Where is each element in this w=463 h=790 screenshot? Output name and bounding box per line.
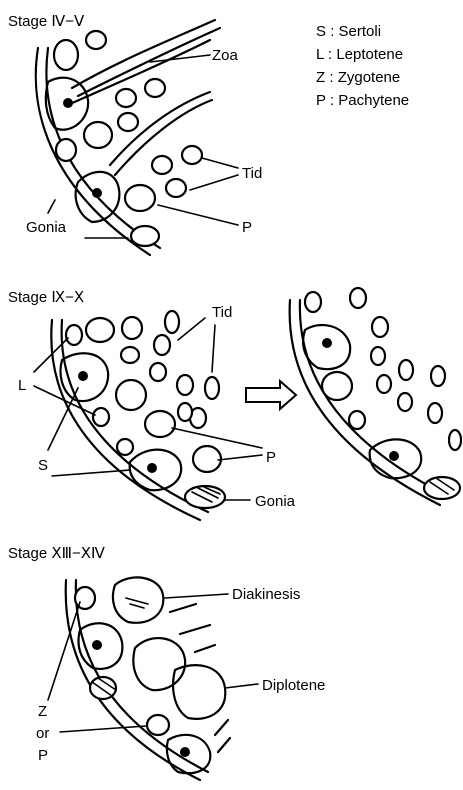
label-tid: Tid [212, 304, 232, 321]
spermatid-cell [116, 89, 136, 107]
residual-body [215, 720, 230, 752]
pachytene-cell [116, 380, 146, 410]
spermatid-cell [377, 375, 391, 393]
label-gonia: Gonia [255, 493, 296, 510]
spermatid-cell [121, 347, 139, 363]
spermatid-cell [166, 179, 186, 197]
legend-l: L : Leptotene [316, 46, 403, 63]
spermatid-cell [177, 375, 193, 395]
spermatid-cell [431, 366, 445, 386]
spermatid-cell [154, 335, 170, 355]
sertoli-nucleolus [147, 463, 157, 473]
gonia-cell [56, 139, 76, 161]
spermatid-cell [145, 79, 165, 97]
label-tid: Tid [242, 165, 262, 182]
zygotene-cell [349, 411, 365, 429]
leader-zp [60, 726, 146, 732]
label-p: P [266, 449, 276, 466]
leader-diakinesis [165, 594, 228, 598]
stage-ix-x-title: Stage Ⅸ−Ⅹ [8, 289, 84, 306]
spermatid-cell [165, 311, 179, 333]
spermatid-cell [182, 146, 202, 164]
spermatid-cell [449, 430, 461, 450]
gonia-cell [424, 477, 460, 499]
spermatocyte-cell [54, 40, 78, 70]
sertoli-nucleolus [92, 188, 102, 198]
spermatid-cell [371, 347, 385, 365]
label-s: S [38, 457, 48, 474]
pachytene-cell [84, 122, 112, 148]
spermatid-cell [152, 156, 172, 174]
label-z: Z [38, 703, 47, 720]
spermatid-cell [399, 360, 413, 380]
stage-iv-v-title: Stage Ⅳ−Ⅴ [8, 13, 85, 30]
pachytene-cell [133, 638, 185, 690]
label-p: P [38, 747, 48, 764]
spermatid-cell [150, 363, 166, 381]
diakinesis-cell [113, 577, 163, 622]
spermatid-cell [428, 403, 442, 423]
gonia-cell [131, 226, 159, 246]
label-diakinesis: Diakinesis [232, 586, 300, 603]
leptotene-cell [305, 292, 321, 312]
sertoli-nucleolus [180, 747, 190, 757]
gonia-cell [185, 486, 225, 508]
spermatid-cell [118, 113, 138, 131]
zoa-tail [70, 40, 210, 104]
sertoli-nucleolus [389, 451, 399, 461]
basement-membrane-outer [290, 300, 440, 505]
label-p: P [242, 219, 252, 236]
pachytene-cell [193, 446, 221, 472]
leader-diplotene [225, 684, 258, 688]
label-or: or [36, 725, 49, 742]
spermatid-cell [86, 31, 106, 49]
leptotene-cell [117, 439, 133, 455]
transition-arrow [246, 381, 296, 409]
legend-s: S : Sertoli [316, 23, 381, 40]
stage-iv-v-panel: Stage Ⅳ−Ⅴ Zoa Tid P Gonia [8, 13, 262, 255]
leader-tid [178, 318, 215, 372]
spermatid-cell [398, 393, 412, 411]
legend-z: Z : Zygotene [316, 69, 400, 86]
stage-xiii-xiv-title: Stage ⅩⅢ−ⅩⅣ [8, 545, 105, 562]
pachytene-cell [322, 372, 352, 400]
label-diplotene: Diplotene [262, 677, 325, 694]
sertoli-nucleolus [92, 640, 102, 650]
pachytene-cell [122, 317, 142, 339]
legend: S : Sertoli L : Leptotene Z : Zygotene P… [316, 23, 409, 109]
diakinesis-chromosome [126, 598, 148, 608]
spermatid-cell [205, 377, 219, 399]
spermatid-cell [372, 317, 388, 337]
label-l: L [18, 377, 26, 394]
leptotene-cell [93, 408, 109, 426]
leptotene-cell [66, 325, 82, 345]
label-gonia: Gonia [26, 219, 67, 236]
stage-ix-x-panel: Stage Ⅸ−Ⅹ Tid L S P Gonia [8, 288, 461, 520]
label-zoa: Zoa [212, 47, 239, 64]
zygotene-cell [147, 715, 169, 735]
pachytene-cell [145, 411, 175, 437]
spermatid-cell [350, 288, 366, 308]
sertoli-nucleolus [322, 338, 332, 348]
diplotene-cell [173, 665, 225, 719]
leader-p [158, 205, 238, 225]
sertoli-nucleolus [63, 98, 73, 108]
pachytene-cell [125, 185, 155, 211]
stage-xiii-xiv-panel: Stage ⅩⅢ−ⅩⅣ Diakinesis Diplotene Z or P [8, 545, 325, 780]
sertoli-nucleolus [78, 371, 88, 381]
legend-p: P : Pachytene [316, 92, 409, 109]
leader-gonia [48, 200, 55, 213]
spermatid-cell [178, 403, 192, 421]
pachytene-cell [86, 318, 114, 342]
